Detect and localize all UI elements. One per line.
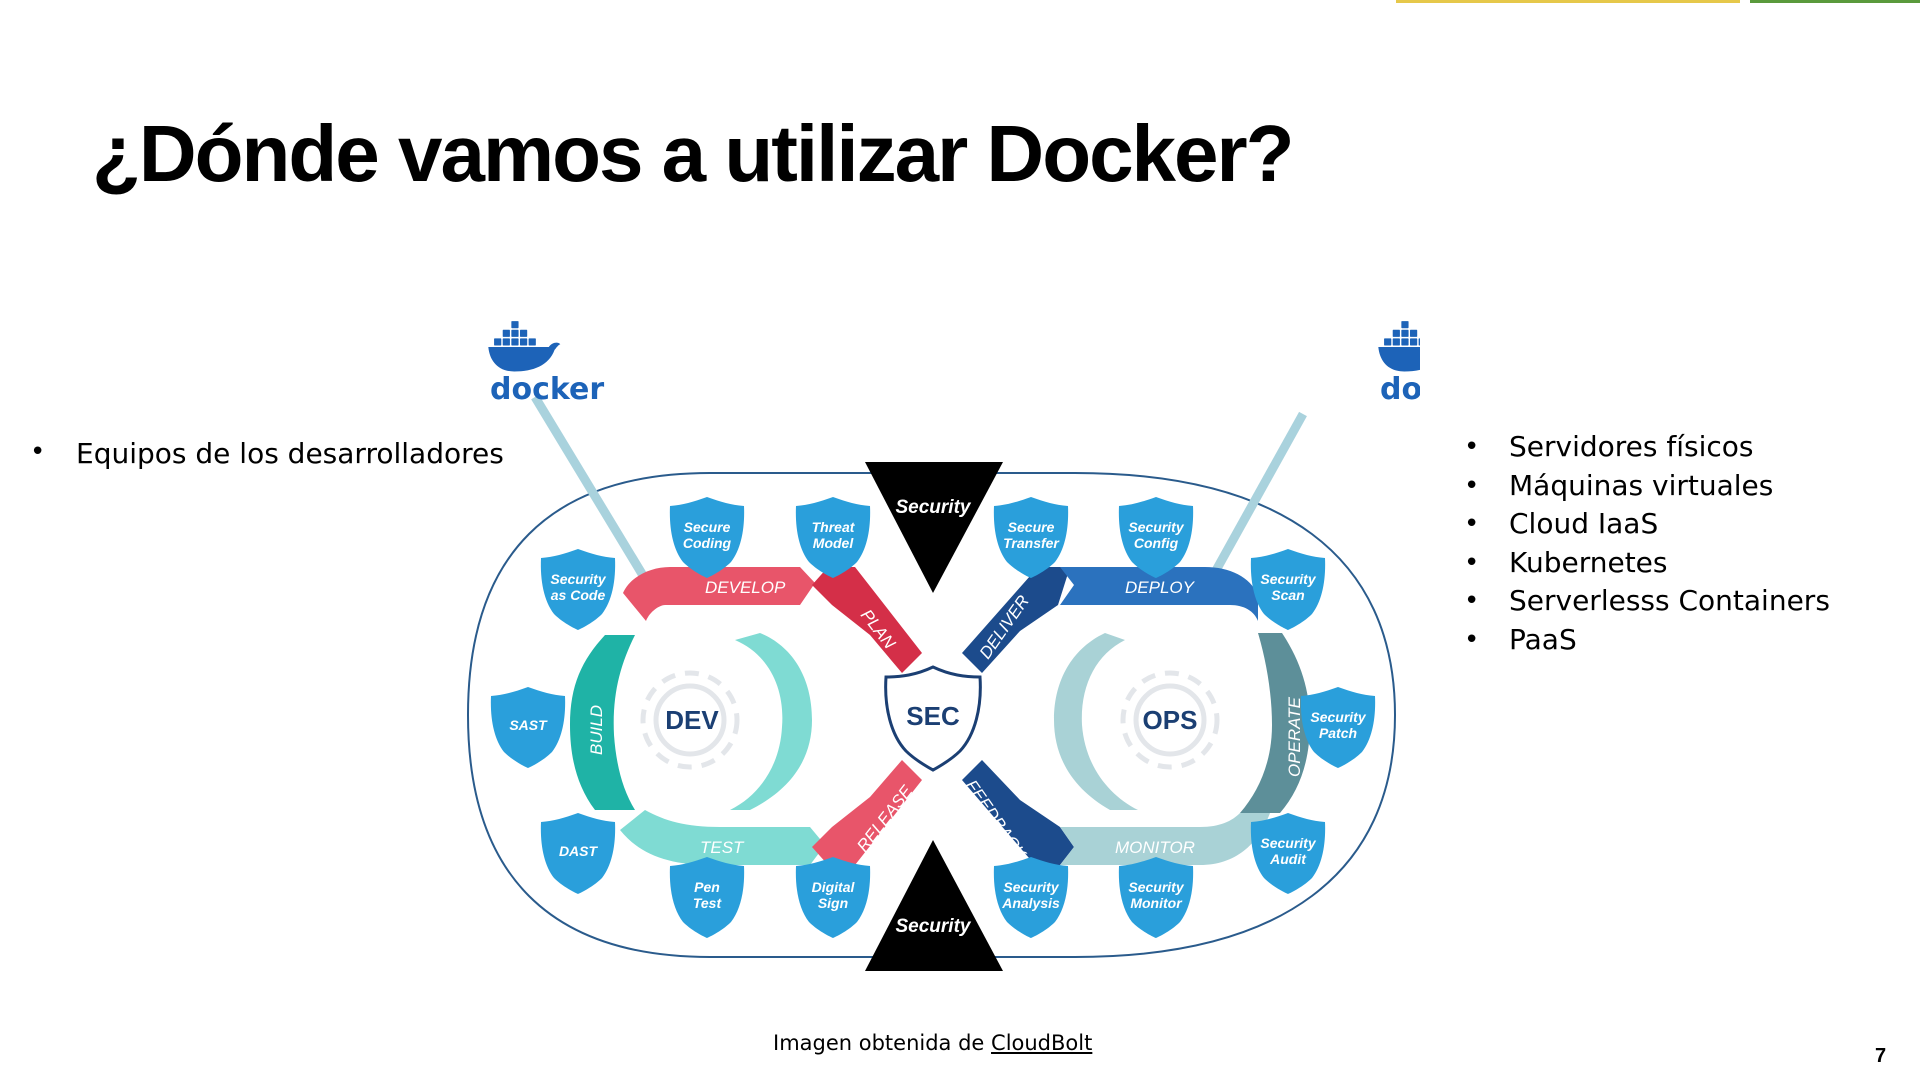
list-item: Serverlesss Containers bbox=[1464, 582, 1830, 621]
svg-text:Analysis: Analysis bbox=[1001, 895, 1060, 911]
svg-text:Coding: Coding bbox=[683, 535, 732, 551]
list-item: PaaS bbox=[1464, 621, 1830, 660]
hub-dev: DEV bbox=[665, 705, 719, 735]
svg-text:as Code: as Code bbox=[551, 587, 606, 603]
svg-text:Model: Model bbox=[813, 535, 855, 551]
shield-secure-transfer: Secure Transfer bbox=[993, 497, 1069, 578]
top-accent-green bbox=[1750, 0, 1920, 3]
stage-monitor: MONITOR bbox=[1054, 633, 1270, 865]
list-item: Equipos de los desarrolladores bbox=[30, 437, 504, 470]
svg-text:DEPLOY: DEPLOY bbox=[1125, 578, 1196, 597]
svg-text:Transfer: Transfer bbox=[1003, 535, 1060, 551]
svg-text:docker: docker bbox=[1380, 372, 1420, 407]
svg-text:Secure: Secure bbox=[684, 519, 731, 535]
svg-text:Audit: Audit bbox=[1269, 851, 1307, 867]
stage-plan: PLAN bbox=[812, 567, 922, 673]
stage-build: BUILD bbox=[570, 635, 635, 810]
svg-text:OPERATE: OPERATE bbox=[1285, 696, 1304, 777]
svg-text:Security: Security bbox=[896, 916, 972, 937]
svg-text:Security: Security bbox=[896, 497, 972, 518]
svg-text:TEST: TEST bbox=[700, 838, 745, 857]
stage-deliver: DELIVER bbox=[962, 567, 1070, 673]
svg-text:Security: Security bbox=[1260, 835, 1316, 851]
docker-logo-left: docker bbox=[488, 321, 604, 407]
svg-text:Security: Security bbox=[1310, 709, 1366, 725]
svg-text:Monitor: Monitor bbox=[1130, 895, 1183, 911]
stage-release: RELEASE bbox=[812, 760, 922, 865]
svg-text:Security: Security bbox=[1260, 571, 1316, 587]
svg-text:SAST: SAST bbox=[509, 717, 548, 733]
list-item: Kubernetes bbox=[1464, 544, 1830, 583]
image-source-caption: Imagen obtenida de CloudBolt bbox=[773, 1031, 1092, 1055]
dev-gear bbox=[640, 670, 740, 770]
shield-sast: SAST bbox=[490, 687, 566, 768]
slide-title: ¿Dónde vamos a utilizar Docker? bbox=[92, 109, 1295, 198]
shield-security-monitor: Security Monitor bbox=[1118, 857, 1194, 938]
shield-security-scan: Security Scan bbox=[1250, 549, 1326, 630]
svg-text:Secure: Secure bbox=[1008, 519, 1055, 535]
svg-text:BUILD: BUILD bbox=[587, 705, 606, 755]
svg-text:DEVELOP: DEVELOP bbox=[705, 578, 786, 597]
svg-text:Threat: Threat bbox=[812, 519, 856, 535]
svg-text:Digital: Digital bbox=[812, 879, 856, 895]
page-number: 7 bbox=[1875, 1045, 1887, 1067]
svg-text:Test: Test bbox=[693, 895, 723, 911]
svg-text:Scan: Scan bbox=[1271, 587, 1304, 603]
caption-prefix: Imagen obtenida de bbox=[773, 1031, 992, 1055]
svg-text:Security: Security bbox=[550, 571, 606, 587]
svg-text:Patch: Patch bbox=[1319, 725, 1357, 741]
list-item: Cloud IaaS bbox=[1464, 505, 1830, 544]
shield-security-as-code: Security as Code bbox=[540, 549, 616, 630]
svg-text:Security: Security bbox=[1128, 879, 1184, 895]
docker-logo-right: docker bbox=[1378, 321, 1420, 407]
list-item: Máquinas virtuales bbox=[1464, 467, 1830, 506]
left-bullet-list: Equipos de los desarrolladores bbox=[30, 437, 504, 470]
svg-text:DAST: DAST bbox=[559, 843, 599, 859]
svg-text:Security: Security bbox=[1003, 879, 1059, 895]
cloudbolt-link[interactable]: CloudBolt bbox=[991, 1031, 1093, 1055]
security-banner-top: Security bbox=[865, 462, 1003, 593]
right-bullet-list: Servidores físicos Máquinas virtuales Cl… bbox=[1464, 428, 1830, 659]
docker-connector-left bbox=[531, 394, 657, 595]
hub-ops: OPS bbox=[1143, 705, 1198, 735]
shield-security-analysis: Security Analysis bbox=[993, 857, 1069, 938]
stage-test: TEST bbox=[620, 633, 825, 865]
shield-security-patch: Security Patch bbox=[1300, 687, 1376, 768]
svg-text:MONITOR: MONITOR bbox=[1115, 838, 1195, 857]
stage-operate: OPERATE bbox=[1240, 633, 1310, 813]
svg-text:Config: Config bbox=[1134, 535, 1179, 551]
svg-text:docker: docker bbox=[490, 372, 604, 407]
hub-sec: SEC bbox=[884, 665, 982, 772]
ops-gear bbox=[1120, 670, 1220, 770]
svg-text:SEC: SEC bbox=[906, 701, 960, 731]
svg-text:Sign: Sign bbox=[818, 895, 848, 911]
list-item: Servidores físicos bbox=[1464, 428, 1830, 467]
stage-develop: DEVELOP bbox=[623, 567, 815, 621]
shield-dast: DAST bbox=[540, 813, 616, 894]
security-banner-bottom: Security bbox=[865, 840, 1003, 971]
svg-text:Security: Security bbox=[1128, 519, 1184, 535]
outer-stadium-border bbox=[466, 472, 1397, 958]
devsecops-diagram: docker docker Security Security DEVELOP … bbox=[466, 321, 1420, 971]
shield-security-config: Security Config bbox=[1118, 497, 1194, 578]
shield-digital-sign: Digital Sign bbox=[795, 857, 871, 938]
shield-security-audit: Security Audit bbox=[1250, 813, 1326, 894]
top-accent-yellow bbox=[1396, 0, 1740, 3]
shield-threat-model: Threat Model bbox=[795, 497, 871, 578]
shield-secure-coding: Secure Coding bbox=[669, 497, 745, 578]
docker-connector-right bbox=[1205, 411, 1307, 586]
stage-deploy: DEPLOY bbox=[1060, 567, 1258, 621]
stage-feedback: FEEDBACK bbox=[962, 760, 1074, 865]
svg-text:Pen: Pen bbox=[694, 879, 720, 895]
shield-pen-test: Pen Test bbox=[669, 857, 745, 938]
